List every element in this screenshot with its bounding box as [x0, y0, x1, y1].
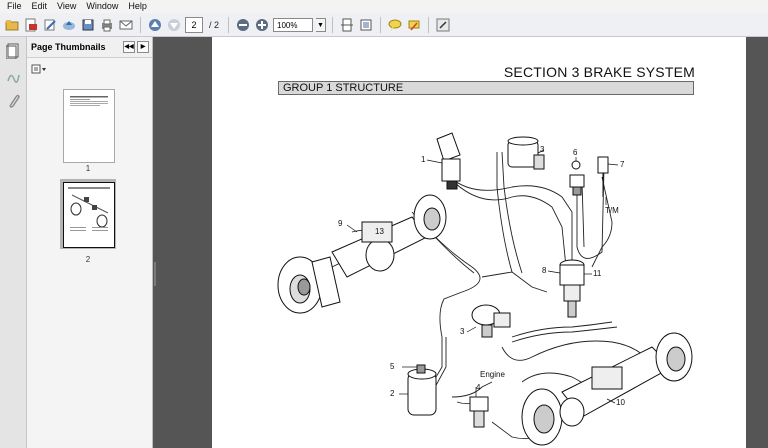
document-gutter-right [746, 37, 768, 448]
zoom-out-icon[interactable] [235, 17, 251, 33]
callout-2: 2 [390, 389, 395, 398]
cloud-upload-icon[interactable] [61, 17, 77, 33]
menu-edit[interactable]: Edit [31, 1, 48, 11]
callout-4: 4 [476, 383, 481, 392]
zoom-dropdown-chevron-icon[interactable]: ▼ [316, 17, 327, 32]
zoom-level-field[interactable]: 100% [273, 17, 314, 32]
document-page: SECTION 3 BRAKE SYSTEM GROUP 1 STRUCTURE [212, 37, 746, 448]
panel-header: Page Thumbnails ◀◀ ▶ [27, 37, 152, 58]
thumbnail-label-1: 1 [85, 164, 91, 173]
callout-tm: T/M [605, 206, 619, 215]
callout-10: 10 [616, 398, 625, 407]
thumbnail-page-1[interactable] [63, 89, 115, 163]
callout-6: 6 [573, 148, 578, 157]
callout-9: 9 [338, 219, 343, 228]
collapse-panel-icon[interactable]: ◀◀ [123, 41, 135, 53]
navigation-rail [0, 37, 27, 448]
highlight-icon[interactable] [406, 17, 422, 33]
callout-11: 11 [593, 269, 602, 278]
menu-bar: File Edit View Window Help [0, 0, 768, 13]
callout-3-top: 3 [540, 145, 545, 154]
callout-8: 8 [542, 266, 547, 275]
email-icon[interactable] [118, 17, 134, 33]
save-icon[interactable] [80, 17, 96, 33]
callout-engine: Engine [480, 370, 505, 379]
toolbar-separator [228, 16, 230, 33]
edit-icon[interactable] [42, 17, 58, 33]
callout-5: 5 [390, 362, 395, 371]
callout-7: 7 [620, 160, 625, 169]
tools-expand-icon[interactable] [435, 17, 451, 33]
comment-icon[interactable] [387, 17, 403, 33]
callout-3-middle: 3 [460, 327, 465, 336]
zoom-in-icon[interactable] [254, 17, 270, 33]
print-icon[interactable] [99, 17, 115, 33]
toolbar-separator [380, 16, 382, 33]
attachments-paperclip-icon[interactable] [5, 93, 21, 109]
section-title: SECTION 3 BRAKE SYSTEM [503, 64, 695, 80]
group-title: GROUP 1 STRUCTURE [278, 81, 694, 95]
panel-resize-handle[interactable] [154, 262, 156, 286]
next-page-icon[interactable] [166, 17, 182, 33]
document-gutter-left [153, 37, 212, 448]
thumbnail-options-icon[interactable] [31, 64, 47, 75]
menu-file[interactable]: File [7, 1, 22, 11]
thumbnail-panel: Page Thumbnails ◀◀ ▶ 1 [27, 37, 153, 448]
menu-help[interactable]: Help [128, 1, 147, 11]
thumbnail-page-2[interactable] [63, 182, 115, 248]
open-icon[interactable] [4, 17, 20, 33]
create-pdf-icon[interactable] [23, 17, 39, 33]
expand-panel-icon[interactable]: ▶ [137, 41, 149, 53]
brake-system-diagram [277, 132, 693, 446]
toolbar-separator [332, 16, 334, 33]
previous-page-icon[interactable] [147, 17, 163, 33]
toolbar-separator [140, 16, 141, 33]
signatures-icon[interactable] [5, 69, 21, 85]
page-thumbnails-icon[interactable] [5, 43, 21, 60]
callout-13: 13 [375, 227, 384, 236]
toolbar-separator [428, 16, 430, 33]
callout-1: 1 [421, 155, 426, 164]
toolbar: / 2 100% ▼ [0, 13, 768, 37]
menu-window[interactable]: Window [86, 1, 119, 11]
menu-view[interactable]: View [57, 1, 77, 11]
fit-width-icon[interactable] [358, 17, 374, 33]
panel-title: Page Thumbnails [31, 42, 106, 52]
fit-page-icon[interactable] [339, 17, 355, 33]
thumbnail-label-2: 2 [85, 255, 91, 264]
page-number-input[interactable] [185, 16, 203, 33]
page-total: / 2 [209, 19, 220, 30]
